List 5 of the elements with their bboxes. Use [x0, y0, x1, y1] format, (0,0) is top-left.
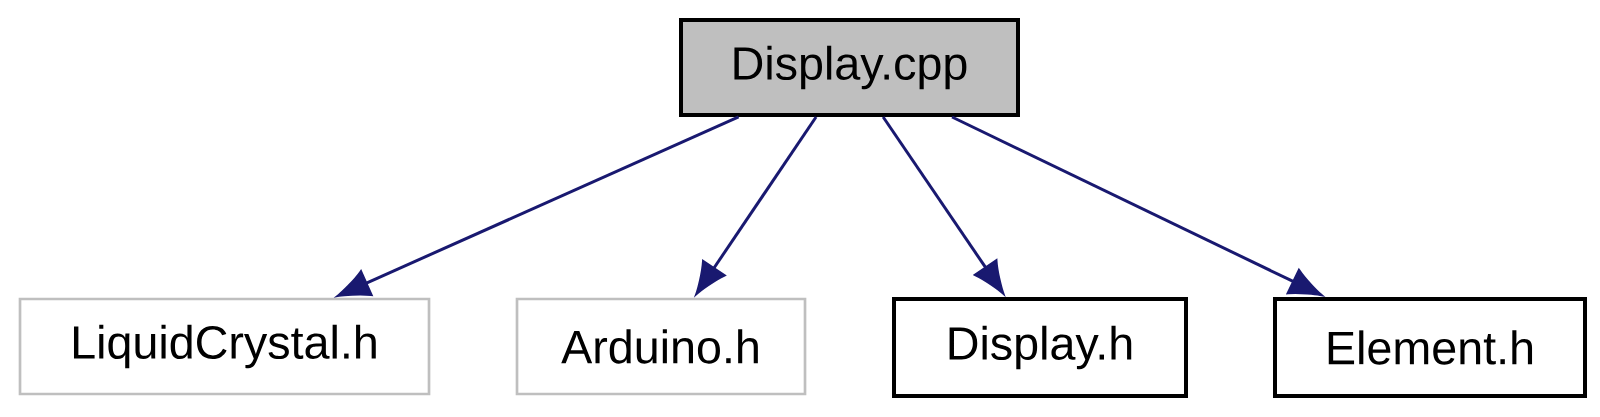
- file-box: Element.h: [1273, 297, 1587, 398]
- file-box: Arduino.h: [515, 297, 807, 396]
- file-box: Display.cpp: [679, 18, 1020, 117]
- file-box: LiquidCrystal.h: [18, 297, 431, 396]
- file-box: Display.h: [892, 297, 1188, 398]
